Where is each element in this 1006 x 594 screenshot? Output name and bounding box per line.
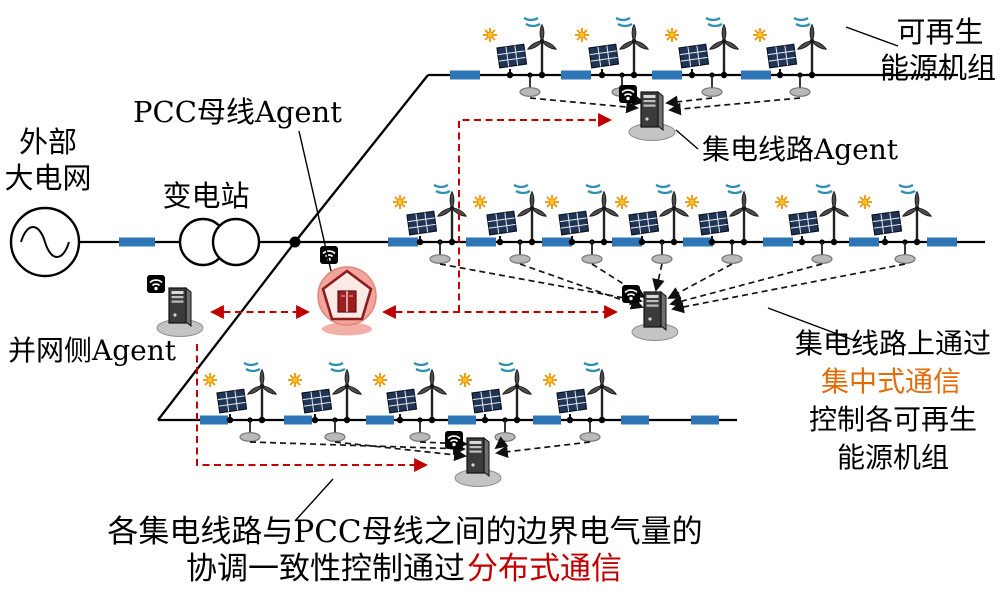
breaker-segment [561, 70, 591, 80]
label-external-grid-2: 大电网 [4, 161, 91, 195]
renewable-unit [201, 361, 279, 425]
breaker-segment [652, 70, 682, 80]
breaker-segment [691, 415, 719, 425]
renewable-unit [543, 183, 621, 247]
label-renewable-1: 可再生 [896, 15, 983, 49]
breaker-segment [542, 237, 572, 247]
breaker-segment [466, 237, 496, 247]
ac-source-icon [9, 206, 81, 278]
renewable-unit [481, 16, 559, 80]
centralized-comm-arrow [519, 263, 644, 310]
renewable-unit [751, 16, 829, 80]
agents [146, 84, 679, 488]
label-right-note-4: 能源机组 [837, 441, 949, 474]
centralized-comm-arrows [249, 93, 906, 462]
breaker-segment [683, 237, 713, 247]
label-right-note-2-centralized: 集中式通信 [821, 365, 961, 398]
diagonal-to-feeder-1 [294, 74, 429, 243]
breaker-segment [927, 237, 957, 247]
renewable-unit [286, 361, 364, 425]
label-pointer [294, 478, 334, 522]
breaker-segment [200, 415, 228, 425]
renewable-unit [391, 183, 469, 247]
distributed-comm-arrow [196, 344, 429, 472]
renewable-unit [471, 183, 549, 247]
label-pointer [298, 130, 332, 272]
pcc-shadow [322, 322, 372, 336]
centralized-comm-arrow [529, 97, 639, 114]
breaker-segment [533, 415, 561, 425]
pcc-junction-dot [289, 236, 301, 248]
label-bottom-note-1: 各集电线路与PCC母线之间的边界电气量的 [107, 514, 702, 550]
renewable-unit [456, 361, 534, 425]
label-external-grid-1: 外部 [19, 125, 77, 159]
centralized-comm-arrow [249, 441, 466, 456]
diagonal-to-feeder-3 [157, 241, 296, 421]
centralized-comm-arrow [668, 97, 801, 116]
breaker-segment [119, 237, 155, 247]
centralized-comm-arrow [334, 441, 467, 462]
breaker-segment [763, 237, 793, 247]
transformer-icon [178, 217, 261, 267]
label-pointer [675, 129, 699, 150]
centralized-comm-arrow [652, 263, 665, 292]
breaker-segment [621, 415, 649, 425]
pcc-bus-agent-icon [317, 245, 377, 336]
centralized-comm-arrow [671, 263, 906, 314]
renewable-unit [663, 16, 741, 80]
renewable-unit [573, 16, 651, 80]
label-bottom-note-2b-distributed: 分布式通信 [467, 551, 622, 587]
centralized-comm-arrow [419, 437, 468, 450]
wifi-icon [618, 84, 638, 104]
breaker-segment [612, 237, 642, 247]
breaker-segment [284, 415, 312, 425]
centralized-comm-arrow [667, 263, 733, 299]
label-pcc-bus-agent: PCC母线Agent [133, 95, 342, 129]
renewable-unit [683, 183, 761, 247]
label-pointers [294, 26, 899, 522]
centralized-comm-arrow [665, 95, 713, 109]
centralized-comm-arrow [494, 436, 509, 450]
centralized-comm-arrow [439, 263, 643, 306]
breaker-segment [388, 237, 418, 247]
breaker-segment [366, 415, 394, 425]
breaker-segment [849, 237, 879, 247]
renewable-unit [371, 361, 449, 425]
renewable-unit [856, 183, 934, 247]
label-right-note-1: 集电线路上通过 [795, 327, 991, 360]
breaker-segment [450, 70, 480, 80]
wifi-icon [621, 284, 641, 304]
distributed-comm-arrow [458, 113, 613, 312]
label-collector-agent: 集电线路Agent [702, 133, 899, 166]
breaker-segment [448, 415, 476, 425]
label-pointer [767, 307, 857, 342]
breaker-segment [741, 70, 771, 80]
breaker-segments [119, 70, 957, 425]
pcc-ledger-icon [337, 290, 357, 313]
label-grid-side-agent: 并网侧Agent [8, 334, 177, 367]
label-right-note-3: 控制各可再生 [809, 403, 977, 436]
label-bottom-note-2a: 协调一致性控制通过 [186, 551, 465, 587]
wifi-icon [146, 274, 166, 294]
text-labels: 外部 大电网 变电站 PCC母线Agent 并网侧Agent 可再生 能源机组 … [4, 15, 996, 587]
label-substation: 变电站 [162, 179, 249, 213]
renewable-unit [613, 183, 691, 247]
label-pointer [845, 26, 899, 47]
label-renewable-2: 能源机组 [880, 51, 996, 85]
renewable-unit [773, 183, 851, 247]
renewable-unit [541, 361, 619, 425]
centralized-comm-arrow [669, 263, 823, 308]
grid-side-agent-icon [156, 287, 204, 338]
centralized-comm-arrow [495, 441, 591, 459]
distributed-comm-arrows [196, 113, 619, 472]
wifi-icon [444, 430, 464, 450]
